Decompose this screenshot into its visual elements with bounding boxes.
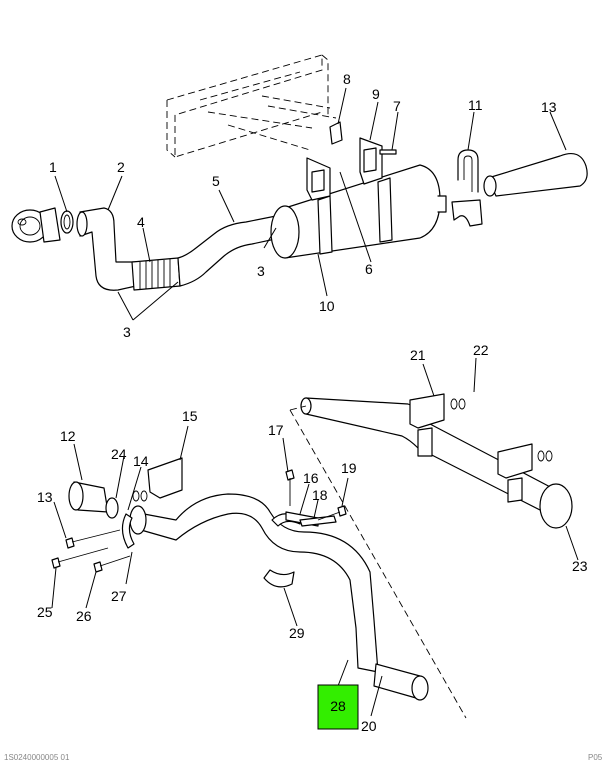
callout-17: 17 [268, 422, 284, 438]
part-13-tail-pipe [483, 153, 588, 197]
part-10-muffler [270, 164, 447, 259]
part-21-22-brackets [409, 393, 553, 503]
callout-labels: 1 2 3 3 4 5 6 7 8 9 10 11 13 12 13 14 15… [37, 71, 588, 734]
callout-18: 18 [312, 487, 328, 503]
part-27-clamp [121, 513, 135, 549]
lower-guide-lines [289, 405, 467, 719]
upper-leader-lines [54, 87, 567, 321]
part-2-elbow-pipe [76, 207, 137, 291]
callout-16: 16 [303, 470, 319, 486]
callout-13-upper: 13 [541, 99, 557, 115]
lower-bolts [51, 469, 347, 573]
part-24-ring [105, 497, 119, 519]
part-15-bracket [132, 457, 183, 502]
callout-19: 19 [341, 460, 357, 476]
callout-28[interactable]: 28 [330, 698, 346, 714]
callout-15: 15 [182, 408, 198, 424]
callout-14: 14 [133, 453, 149, 469]
callout-25: 25 [37, 604, 53, 620]
callout-24: 24 [111, 446, 127, 462]
callout-5: 5 [212, 173, 220, 189]
callout-10: 10 [319, 298, 335, 314]
lower-leader-lines [51, 357, 579, 717]
turbocharger [11, 207, 61, 243]
part-16-18-clamp [271, 511, 337, 527]
part-11-u-bolt-clamp [451, 149, 483, 227]
part-20-tail-pipe [373, 663, 429, 701]
callout-22: 22 [473, 342, 489, 358]
part-29-clamp [263, 569, 295, 588]
callout-23: 23 [572, 558, 588, 574]
callout-1: 1 [49, 159, 57, 175]
callout-6: 6 [365, 261, 373, 277]
callout-7: 7 [393, 98, 401, 114]
part-12-coupler [68, 481, 109, 513]
callout-12: 12 [60, 428, 76, 444]
callout-11: 11 [468, 97, 483, 113]
frame-rail [166, 54, 329, 158]
callout-28-highlight[interactable]: 28 [317, 684, 359, 730]
muffler-brackets [306, 121, 397, 201]
callout-21: 21 [410, 347, 426, 363]
callout-20: 20 [361, 718, 377, 734]
footer-page-code: P05 [588, 753, 603, 761]
callout-27: 27 [111, 588, 127, 604]
footer-figure-id: 1S0240000005 01 [4, 753, 70, 761]
callout-4: 4 [137, 214, 145, 230]
part-4-flex-bellows [131, 257, 181, 291]
callout-9: 9 [372, 86, 380, 102]
part-1-clamp-ring [60, 210, 74, 234]
callout-2: 2 [117, 159, 125, 175]
highlight-box[interactable] [317, 684, 359, 730]
callout-3-upper: 3 [257, 263, 265, 279]
part-28-pipe [129, 493, 379, 673]
callout-13-lower: 13 [37, 489, 53, 505]
callout-3-lower: 3 [123, 324, 131, 340]
callout-29: 29 [289, 625, 305, 641]
callout-26: 26 [76, 608, 92, 624]
callout-8: 8 [343, 71, 351, 87]
frame-mount-bolts [207, 95, 337, 151]
